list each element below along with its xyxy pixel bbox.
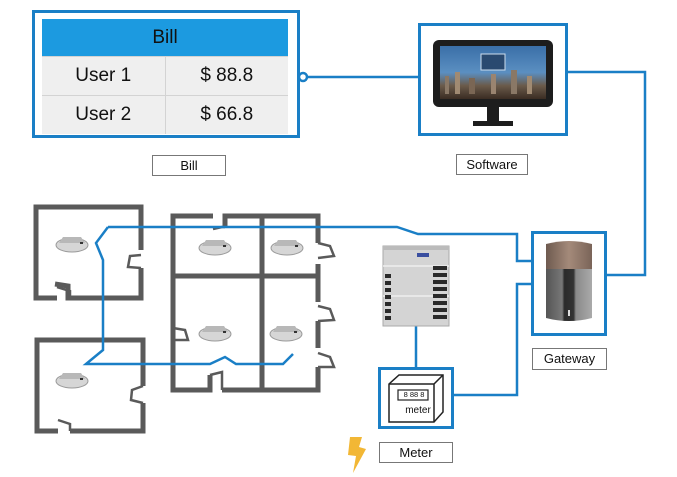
brand-logo [417,253,429,257]
cassette-ac-unit-icon [198,240,232,256]
software-frame [418,23,568,136]
gateway-frame [531,231,607,336]
gateway-label: Gateway [532,348,607,370]
amount-cell: $ 88.8 [164,57,289,95]
meter-caption: meter [405,405,431,416]
room-door [56,285,72,298]
bill-table-header: Bill [42,19,288,56]
software-label: Software [456,154,528,175]
indoor-units [55,237,304,389]
outdoor-ac-unit-icon [382,245,450,327]
wire-software-gateway [567,70,647,277]
connector-node [297,71,309,83]
wire-indoor-loop [82,226,294,366]
meter-frame: 8 88 8 meter [378,367,454,429]
bill-label: Bill [152,155,226,176]
floor-plan [33,204,336,434]
electric-meter-icon [388,374,444,423]
table-row: User 2 $ 66.8 [42,95,288,134]
user-cell: User 2 [75,104,132,125]
room-wall [34,337,146,434]
room-wall [170,213,321,393]
cassette-ac-unit-icon [269,326,303,342]
bill-table: Bill User 1 $ 88.8 User 2 $ 66.8 [42,19,288,134]
cassette-ac-unit-icon [270,240,304,256]
lightning-bolt-icon [348,437,366,473]
room-door [129,384,144,405]
gateway-device-icon [546,241,592,321]
room-door [172,326,190,342]
cassette-ac-unit-icon [55,373,89,389]
room-door [317,304,336,323]
amount-cell: $ 66.8 [164,96,289,134]
wire-indoor-gateway [108,225,532,263]
room-door [126,253,142,270]
meter-display: 8 88 8 [403,390,425,399]
cassette-ac-unit-icon [55,237,89,253]
room-wall [33,204,144,301]
user-cell: User 1 [75,65,132,86]
room-door [209,370,224,390]
table-row: User 1 $ 88.8 [42,56,288,95]
room-door [317,351,336,369]
room-door [57,418,72,431]
room-door [317,241,336,260]
wiring [82,70,647,397]
wire-meter-gateway [453,282,532,397]
meter-label: Meter [379,442,453,463]
monitor-icon [433,40,553,126]
cassette-ac-unit-icon [198,326,232,342]
